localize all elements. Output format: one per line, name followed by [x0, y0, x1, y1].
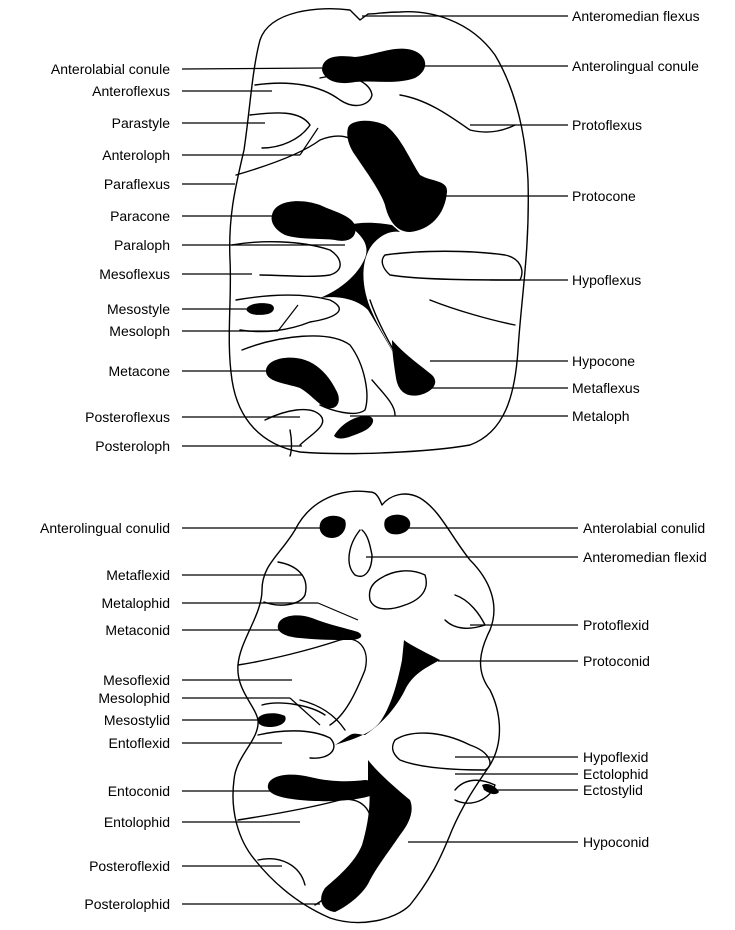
upper-cusp-posteroloph	[334, 416, 373, 439]
upper-fold	[372, 380, 395, 415]
lower-fold	[349, 530, 372, 576]
upper-fold	[265, 410, 323, 445]
lower-cusp-anterolabial-conulid	[384, 515, 410, 535]
upper-cusp-hypocone	[392, 340, 435, 396]
label-anterolabial-conule: Anterolabial conule	[51, 61, 170, 77]
leader-line	[300, 128, 318, 155]
lower-cusp-protoconid	[335, 640, 440, 745]
label-anteromedian-flexid: Anteromedian flexid	[583, 549, 707, 565]
label-mesoflexid: Mesoflexid	[103, 672, 170, 688]
label-posteroflexid: Posteroflexid	[89, 858, 170, 874]
upper-fold	[400, 95, 515, 132]
lower-fold	[264, 562, 306, 605]
label-mesoflexus: Mesoflexus	[99, 266, 170, 282]
label-mesoloph: Mesoloph	[109, 323, 170, 339]
lower-fold	[238, 639, 366, 725]
label-posterolophid: Posterolophid	[84, 896, 170, 912]
lower-cusp-anterolingual-conulid	[320, 516, 346, 538]
upper-tooth	[229, 9, 528, 456]
upper-right-labels: Anteromedian flexus Anterolingual conule…	[572, 8, 700, 424]
label-protoflexid: Protoflexid	[583, 617, 649, 633]
lower-left-labels: Anterolingual conulid Metaflexid Metalop…	[40, 520, 170, 912]
label-protoconid: Protoconid	[583, 653, 650, 669]
upper-left-labels: Anterolabial conule Anteroflexus Parasty…	[51, 61, 170, 454]
label-entoconid: Entoconid	[108, 783, 170, 799]
lower-cusp-ectostylid	[482, 784, 499, 794]
lower-fold	[393, 733, 490, 770]
label-paraflexus: Paraflexus	[104, 176, 170, 192]
upper-cusp-metacone	[266, 358, 339, 409]
leader-line	[318, 603, 358, 620]
label-paraloph: Paraloph	[114, 237, 170, 253]
label-metaflexid: Metaflexid	[106, 567, 170, 583]
lower-fold	[258, 731, 334, 758]
upper-cusp-paracone	[272, 201, 356, 241]
lower-cusp-entoconid	[268, 775, 375, 802]
label-mesostyle: Mesostyle	[107, 301, 170, 317]
label-entoflexid: Entoflexid	[109, 735, 170, 751]
label-hypoflexid: Hypoflexid	[583, 749, 648, 765]
upper-fold	[250, 113, 310, 148]
label-mesostylid: Mesostylid	[104, 712, 170, 728]
upper-fold	[430, 300, 515, 325]
label-anteroflexus: Anteroflexus	[92, 83, 170, 99]
label-posteroflexus: Posteroflexus	[85, 409, 170, 425]
label-protoflexus: Protoflexus	[572, 117, 642, 133]
label-paracone: Paracone	[110, 208, 170, 224]
lower-tooth	[233, 491, 499, 922]
lower-cusp-metaconid	[278, 615, 362, 640]
label-anteromedian-flexus: Anteromedian flexus	[572, 8, 700, 24]
upper-cusp-loph	[320, 223, 400, 365]
label-ectolophid: Ectolophid	[583, 766, 648, 782]
label-metalophid: Metalophid	[102, 595, 171, 611]
label-anteroloph: Anteroloph	[102, 147, 170, 163]
leader-line	[182, 68, 322, 69]
label-posteroloph: Posteroloph	[95, 438, 170, 454]
lower-fold	[369, 571, 426, 609]
lower-cusp-mesostylid	[258, 713, 286, 727]
label-anterolingual-conule: Anterolingual conule	[572, 58, 699, 74]
label-metaconid: Metaconid	[105, 622, 170, 638]
upper-cusp-mesostyle	[246, 303, 274, 315]
label-mesolophid: Mesolophid	[98, 690, 170, 706]
upper-fold	[382, 251, 522, 280]
label-hypoconid: Hypoconid	[583, 834, 649, 850]
label-parastyle: Parastyle	[112, 115, 171, 131]
upper-fold	[290, 430, 292, 456]
upper-cusp-protocone	[347, 121, 447, 232]
label-metacone: Metacone	[109, 363, 171, 379]
label-hypocone: Hypocone	[572, 353, 635, 369]
lower-right-labels: Anterolabial conulid Anteromedian flexid…	[583, 520, 707, 850]
label-entolophid: Entolophid	[104, 814, 170, 830]
label-anterolabial-conulid: Anterolabial conulid	[583, 520, 705, 536]
upper-fold	[232, 242, 340, 277]
label-ectostylid: Ectostylid	[583, 782, 643, 798]
label-protocone: Protocone	[572, 188, 636, 204]
label-anterolingual-conulid: Anterolingual conulid	[40, 520, 170, 536]
lower-fold	[300, 700, 345, 730]
lower-fold	[445, 595, 485, 628]
label-metaloph: Metaloph	[572, 408, 630, 424]
label-hypoflexus: Hypoflexus	[572, 272, 641, 288]
upper-cusp-anterolabial-conule	[322, 49, 425, 83]
label-metaflexus: Metaflexus	[572, 380, 640, 396]
